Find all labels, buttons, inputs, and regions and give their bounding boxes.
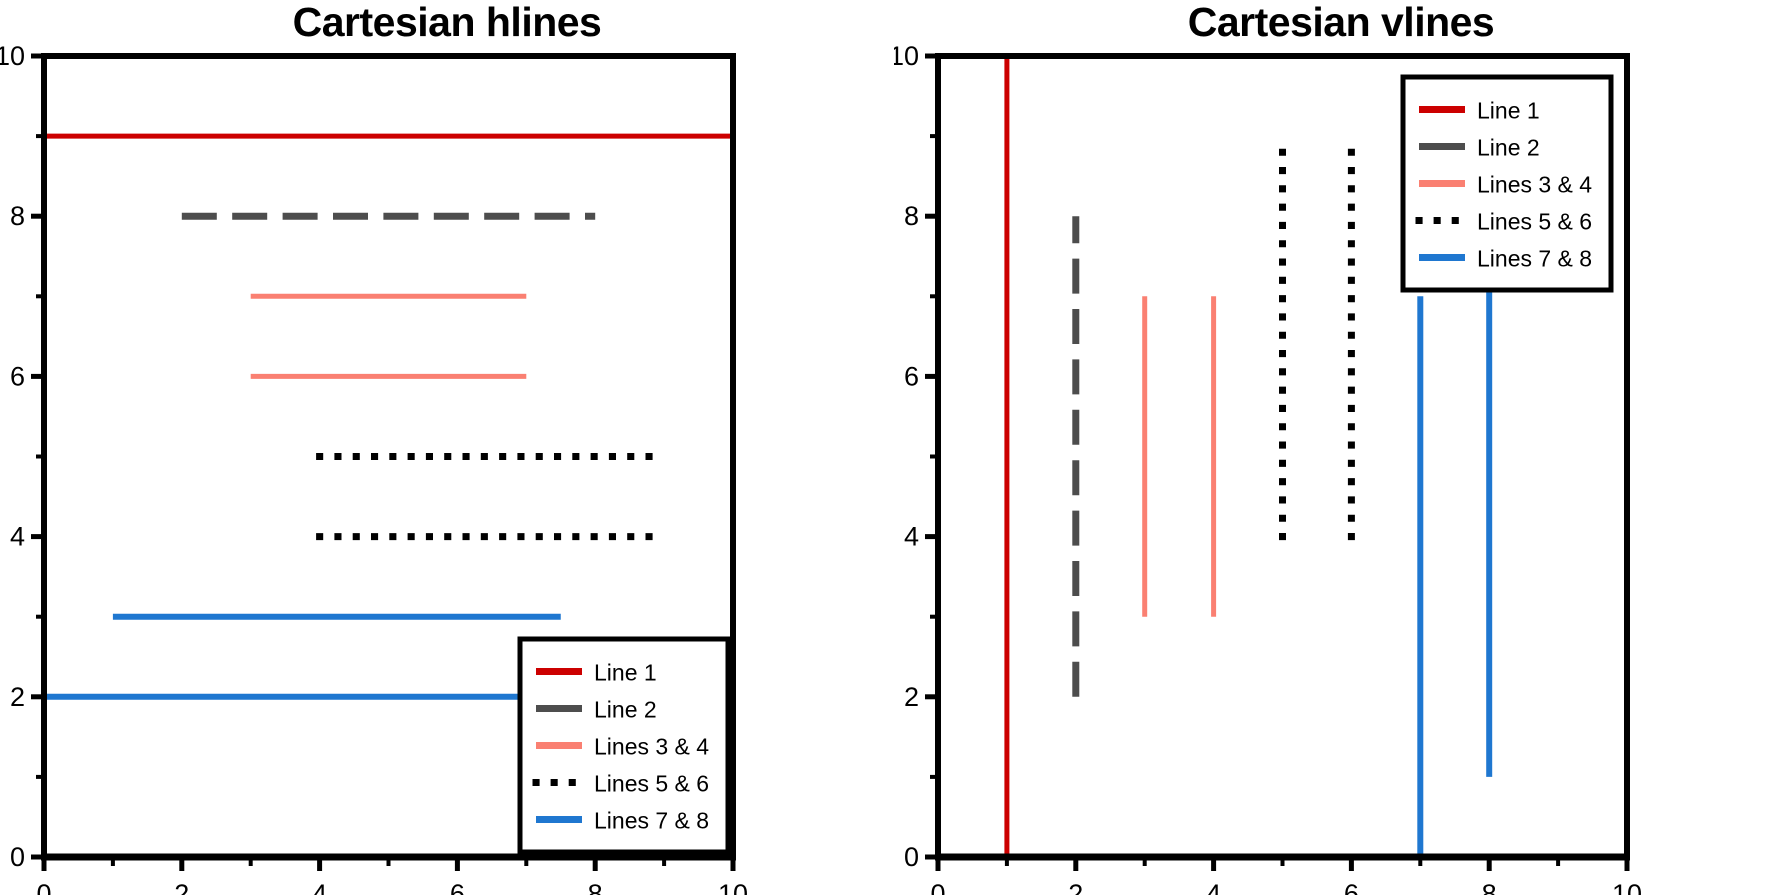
x-tick-label: 8 <box>588 879 603 895</box>
legend-item-label: Line 1 <box>1477 98 1540 124</box>
legend-item-label: Line 1 <box>594 660 657 686</box>
x-tick-label: 2 <box>174 879 189 895</box>
chart-title-vlines: Cartesian vlines <box>1187 0 1495 45</box>
x-tick-label: 8 <box>1482 879 1497 895</box>
legend[interactable]: Line 1 Line 2 Lines 3 & 4 Lines 5 & 6 Lines … <box>1400 74 1614 293</box>
legend-item-label: Lines 7 & 8 <box>594 808 709 834</box>
x-tick-label: 4 <box>1206 879 1221 895</box>
legend-item-label: Line 2 <box>594 697 657 723</box>
chart-title-hlines: Cartesian hlines <box>292 0 602 45</box>
axes: 0 2 4 6 8 10 0 2 4 6 8 10 <box>894 41 1642 895</box>
legend-item-label: Lines 5 & 6 <box>594 771 709 797</box>
x-tick-label: 4 <box>312 879 327 895</box>
x-tick-label: 2 <box>1068 879 1083 895</box>
y-tick-label: 10 <box>894 41 919 71</box>
y-tick-label: 0 <box>904 842 919 872</box>
y-tick-label: 8 <box>904 201 919 231</box>
x-tick-label: 10 <box>1612 879 1642 895</box>
data-series-group <box>1004 56 1493 857</box>
y-tick-label: 2 <box>10 682 25 712</box>
y-tick-label: 8 <box>10 201 25 231</box>
y-tick-label: 4 <box>10 522 25 552</box>
data-series-group <box>44 133 733 700</box>
y-tick-label: 6 <box>904 361 919 391</box>
x-tick-label: 10 <box>718 879 748 895</box>
x-tick-label: 0 <box>36 879 51 895</box>
y-tick-label: 4 <box>904 522 919 552</box>
legend[interactable]: Line 1 Line 2 Lines 3 & 4 Lines 5 & 6 Lines … <box>517 636 731 855</box>
legend-item-label: Lines 3 & 4 <box>1477 172 1592 198</box>
legend-item-label: Lines 5 & 6 <box>1477 209 1592 235</box>
y-tick-label: 6 <box>10 361 25 391</box>
y-tick-label: 2 <box>904 682 919 712</box>
legend-item-label: Line 2 <box>1477 135 1540 161</box>
axes: 0 2 4 6 8 10 0 2 4 6 8 10 <box>0 41 748 895</box>
y-tick-label: 0 <box>10 842 25 872</box>
legend-item-label: Lines 7 & 8 <box>1477 246 1592 272</box>
y-tick-label: 10 <box>0 41 25 71</box>
x-tick-label: 6 <box>450 879 465 895</box>
legend-item-label: Lines 3 & 4 <box>594 734 709 760</box>
x-tick-label: 6 <box>1344 879 1359 895</box>
x-tick-label: 0 <box>930 879 945 895</box>
